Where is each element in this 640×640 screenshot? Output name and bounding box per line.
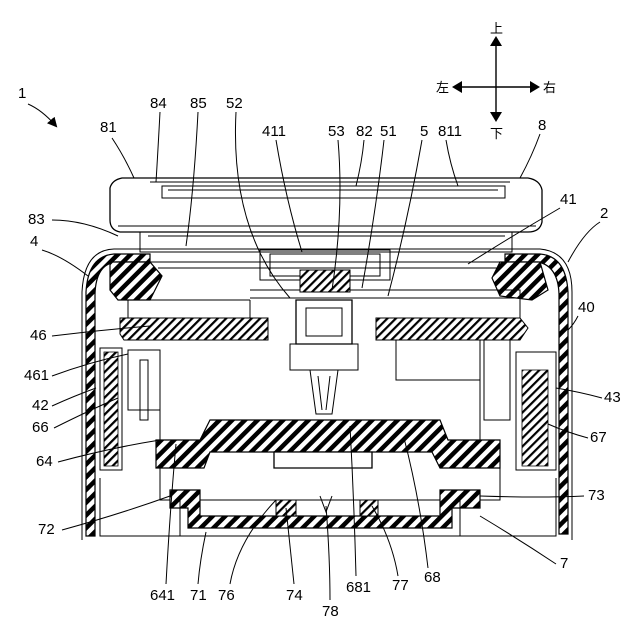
leader-2	[568, 222, 600, 262]
direction-left-label: 左	[436, 81, 449, 96]
middle-plate-center	[274, 452, 372, 468]
leader-76	[230, 500, 276, 584]
down-arrow-icon	[490, 112, 502, 122]
label-68: 68	[424, 569, 441, 586]
label-53: 53	[328, 123, 345, 140]
label-71: 71	[190, 587, 207, 604]
label-82: 82	[356, 123, 373, 140]
leader-72	[62, 496, 170, 530]
label-641: 641	[150, 587, 175, 604]
label-46: 46	[30, 327, 47, 344]
left-rod	[140, 360, 148, 420]
right-heater-coil-67	[522, 370, 548, 466]
label-8: 8	[538, 117, 546, 134]
label-681: 681	[346, 579, 371, 596]
label-43: 43	[604, 389, 621, 406]
label-81: 81	[100, 119, 117, 136]
direction-right-label: 右	[543, 81, 556, 96]
left-bracket-461	[128, 350, 160, 410]
label-51: 51	[380, 123, 397, 140]
label-811: 811	[438, 123, 462, 140]
label-77: 77	[392, 577, 409, 594]
left-arrow-icon	[452, 81, 462, 93]
valve-stem	[310, 370, 338, 414]
label-7: 7	[560, 555, 568, 572]
leader-8	[520, 134, 540, 178]
label-64: 64	[36, 453, 53, 470]
valve-body	[296, 300, 352, 344]
valve-lower	[290, 344, 358, 370]
label-73: 73	[588, 487, 605, 504]
label-41: 41	[560, 191, 577, 208]
leader-68	[404, 438, 428, 568]
leader-40	[568, 316, 578, 330]
label-5: 5	[420, 123, 428, 140]
left-hinge-block	[110, 262, 162, 300]
inner-plate-46	[120, 318, 268, 340]
leader-7	[480, 516, 556, 564]
leader-81	[112, 138, 134, 178]
right-chamber	[396, 340, 480, 380]
lower-container-7	[100, 468, 556, 536]
label-74: 74	[286, 587, 303, 604]
label-85: 85	[190, 95, 207, 112]
lid-assembly	[110, 178, 542, 252]
plate-51	[250, 290, 520, 298]
leader-84	[156, 112, 160, 182]
label-1: 1	[18, 85, 26, 102]
label-72: 72	[38, 521, 55, 538]
label-78: 78	[322, 603, 339, 620]
leader-71	[198, 532, 206, 584]
label-67: 67	[590, 429, 607, 446]
left-heater-column	[100, 348, 160, 470]
label-66: 66	[32, 419, 49, 436]
label-2: 2	[600, 205, 608, 222]
direction-down-label: 下	[490, 127, 503, 142]
center-valve-assembly	[290, 270, 358, 414]
inner-tray-77	[360, 500, 378, 516]
right-partition	[484, 340, 510, 420]
leader-83	[52, 220, 118, 236]
inner-plate-right	[376, 318, 528, 340]
spring-53	[300, 270, 350, 292]
up-arrow-icon	[490, 36, 502, 46]
direction-up-label: 上	[490, 22, 503, 37]
label-411: 411	[262, 123, 286, 140]
label-84: 84	[150, 95, 167, 112]
label-52: 52	[226, 95, 243, 112]
left-base	[100, 478, 180, 536]
label-76: 76	[218, 587, 235, 604]
leader-4	[42, 250, 88, 276]
valve-stem-lines	[318, 376, 330, 410]
label-83: 83	[28, 211, 45, 228]
leader-1	[28, 104, 56, 126]
label-40: 40	[578, 299, 595, 316]
label-42: 42	[32, 397, 49, 414]
label-461: 461	[24, 367, 49, 384]
label-4: 4	[30, 233, 38, 250]
right-arrow-icon	[530, 81, 540, 93]
leader-73	[480, 496, 584, 497]
